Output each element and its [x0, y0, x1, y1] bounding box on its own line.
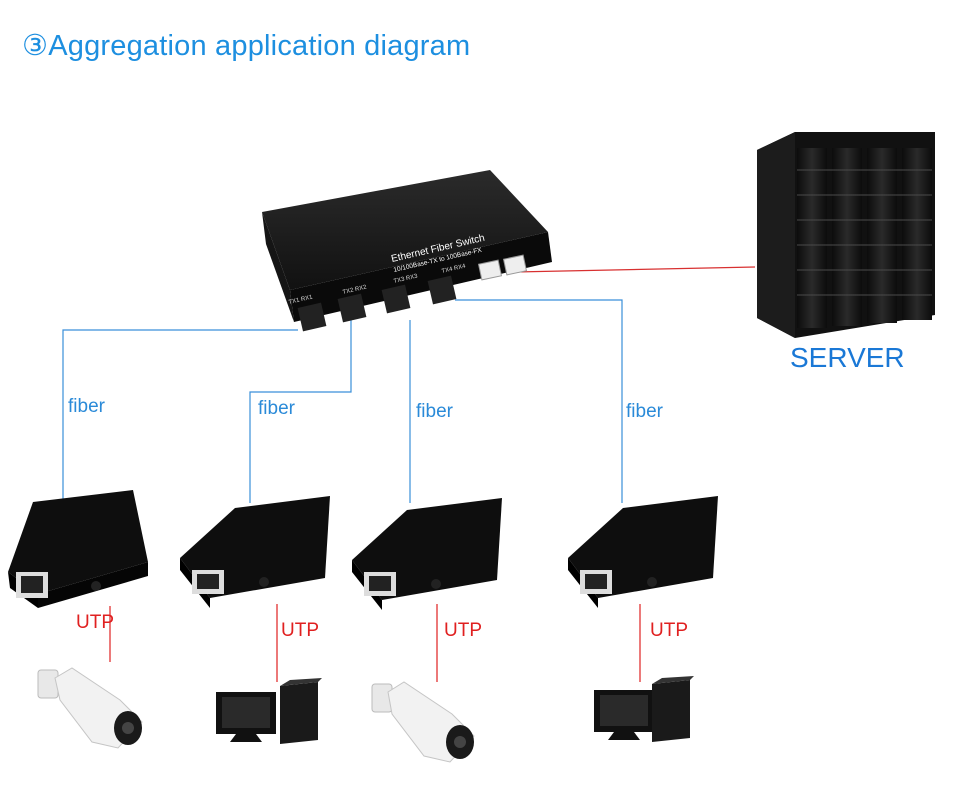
fiber-lines	[62, 299, 623, 506]
fiber-line-4	[455, 299, 623, 503]
computer-icon-1	[216, 678, 322, 744]
computer-icon-2	[594, 676, 694, 742]
diagram-title: ③Aggregation application diagram	[22, 30, 471, 62]
fiber-line-1	[62, 329, 298, 506]
server-link-line	[514, 266, 756, 273]
server-rack-icon	[757, 132, 935, 338]
utp-lines	[109, 604, 641, 682]
utp-label-2: UTP	[281, 620, 319, 641]
switch-port-3: TX3 RX3	[393, 273, 419, 284]
media-converter-4	[568, 496, 718, 608]
switch-port-1: TX1 RX1	[288, 294, 314, 305]
fiber-switch: Ethernet Fiber Switch 10/100Base-TX to 1…	[262, 170, 552, 332]
camera-icon-1	[37, 667, 143, 749]
utp-label-3: UTP	[444, 620, 482, 641]
switch-port-4: TX4 RX4	[441, 263, 467, 274]
fiber-label-2: fiber	[258, 398, 295, 419]
fiber-line-2	[249, 320, 352, 503]
fiber-label-3: fiber	[416, 401, 453, 422]
utp-label-4: UTP	[650, 620, 688, 641]
camera-icon-2	[371, 681, 475, 763]
server-label: SERVER	[790, 342, 905, 373]
media-converter-3	[352, 498, 502, 610]
fiber-label-1: fiber	[68, 396, 105, 417]
media-converter-1	[8, 490, 148, 608]
switch-port-2: TX2 RX2	[342, 284, 368, 295]
media-converter-2	[180, 496, 330, 608]
fiber-label-4: fiber	[626, 401, 663, 422]
utp-label-1: UTP	[76, 612, 114, 633]
